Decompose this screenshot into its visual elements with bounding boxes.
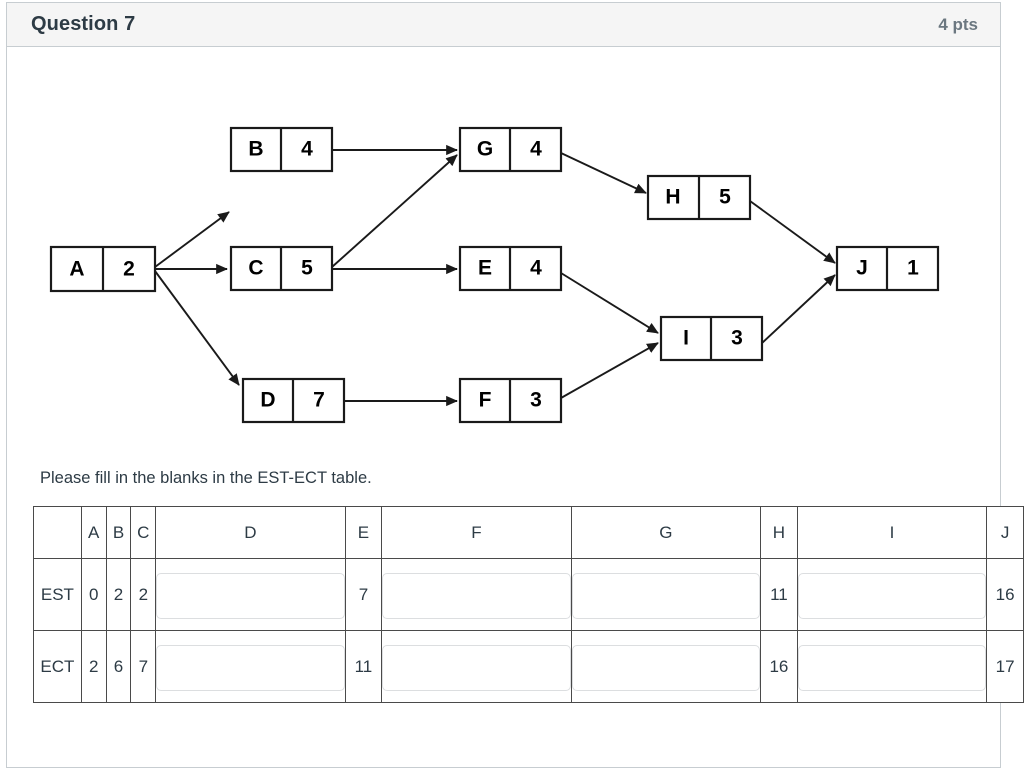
edge-a-d: [154, 270, 240, 386]
col-header-g: G: [570, 506, 762, 559]
col-header-c: C: [130, 506, 157, 559]
col-header-d: D: [155, 506, 346, 559]
node-i-duration: 3: [731, 327, 743, 350]
edge-e-i: [560, 272, 659, 334]
edge-h-j: [749, 200, 836, 264]
page-title: Question 7: [31, 13, 136, 35]
node-b-duration: 4: [301, 138, 313, 161]
row-label-est: EST: [33, 558, 82, 631]
cell-ect-f: [381, 630, 572, 703]
table-header-row: A B C D E F G H I J: [33, 506, 1024, 559]
input-ect-d[interactable]: [156, 645, 345, 691]
input-ect-i[interactable]: [797, 645, 987, 691]
cell-ect-e: 11: [344, 630, 383, 703]
col-header-e: E: [344, 506, 383, 559]
node-h: H 5: [646, 174, 752, 221]
prompt-text: Please fill in the blanks in the EST-ECT…: [40, 469, 372, 487]
node-e: E 4: [458, 245, 563, 292]
node-f-duration: 3: [530, 389, 542, 412]
cell-est-g: [570, 558, 762, 631]
node-j-duration: 1: [907, 257, 919, 280]
node-d: D 7: [241, 377, 346, 424]
cell-ect-a: 2: [80, 630, 107, 703]
cell-ect-g: [570, 630, 762, 703]
input-est-g[interactable]: [571, 573, 761, 619]
network-diagram: A 2 B 4 C 5 D: [7, 63, 1002, 463]
node-h-label: H: [665, 186, 680, 209]
node-j-label: J: [856, 257, 868, 280]
diagram-edges: [154, 144, 836, 407]
node-h-duration: 5: [719, 186, 731, 209]
node-e-duration: 4: [530, 257, 542, 280]
input-est-d[interactable]: [156, 573, 345, 619]
cell-ect-c: 7: [130, 630, 157, 703]
row-label-ect: ECT: [33, 630, 82, 703]
node-a-label: A: [69, 258, 84, 281]
node-d-label: D: [260, 389, 275, 412]
node-e-label: E: [478, 257, 492, 280]
cell-ect-h: 16: [760, 630, 798, 703]
node-i-label: I: [683, 327, 689, 350]
col-header-j: J: [986, 506, 1024, 559]
edge-a-b: [154, 211, 230, 268]
node-g: G 4: [458, 126, 563, 173]
table-header: A B C D E F G H I J: [33, 506, 1024, 559]
cell-ect-d: [155, 630, 346, 703]
cell-est-b: 2: [105, 558, 132, 631]
cell-est-d: [155, 558, 346, 631]
node-a-duration: 2: [123, 258, 135, 281]
node-c-duration: 5: [301, 257, 313, 280]
edge-f-i: [560, 342, 659, 399]
node-f: F 3: [458, 377, 563, 424]
col-header-b: B: [105, 506, 132, 559]
node-g-duration: 4: [530, 138, 542, 161]
edge-c-g: [331, 154, 458, 268]
cell-est-j: 16: [986, 558, 1024, 631]
cell-est-c: 2: [130, 558, 157, 631]
node-g-label: G: [477, 138, 493, 161]
cell-ect-j: 17: [986, 630, 1024, 703]
cell-ect-i: [796, 630, 988, 703]
node-d-duration: 7: [313, 389, 325, 412]
cell-est-a: 0: [80, 558, 107, 631]
network-diagram-svg: A 2 B 4 C 5 D: [49, 126, 940, 424]
input-ect-f[interactable]: [382, 645, 571, 691]
node-b: B 4: [229, 126, 334, 173]
input-est-f[interactable]: [382, 573, 571, 619]
edge-g-h: [560, 152, 647, 194]
cell-est-e: 7: [344, 558, 383, 631]
node-c: C 5: [229, 245, 334, 292]
node-a: A 2: [49, 245, 157, 293]
node-f-label: F: [479, 389, 492, 412]
col-header-i: I: [796, 506, 988, 559]
question-header-bar: Question 7 4 pts: [7, 3, 1000, 47]
cell-est-h: 11: [760, 558, 798, 631]
node-i: I 3: [659, 315, 764, 362]
col-header-h: H: [760, 506, 798, 559]
edge-i-j: [761, 274, 836, 344]
table-corner-cell: [33, 506, 82, 559]
cell-est-f: [381, 558, 572, 631]
node-j: J 1: [835, 245, 940, 292]
input-est-i[interactable]: [797, 573, 987, 619]
node-b-label: B: [248, 138, 263, 161]
node-c-label: C: [248, 257, 263, 280]
cell-ect-b: 6: [105, 630, 132, 703]
input-ect-g[interactable]: [571, 645, 761, 691]
cell-est-i: [796, 558, 988, 631]
col-header-f: F: [381, 506, 572, 559]
col-header-a: A: [80, 506, 107, 559]
question-points: 4 pts: [938, 15, 978, 34]
